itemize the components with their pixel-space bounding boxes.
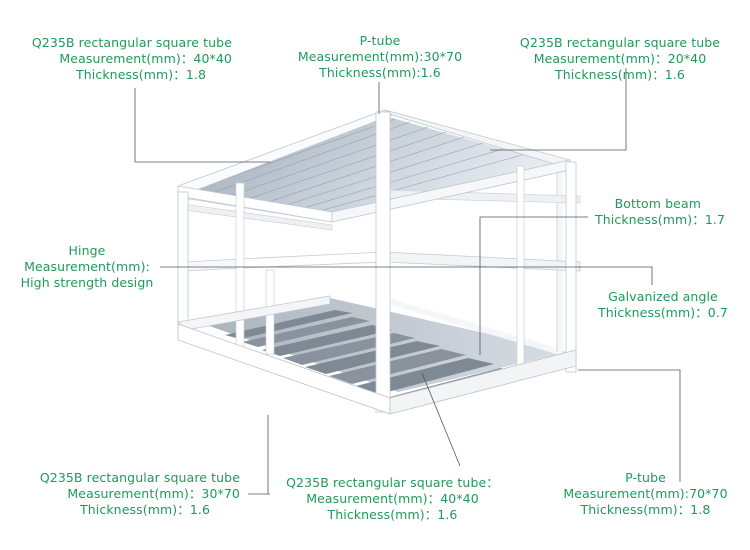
bottom-frame xyxy=(177,295,577,415)
callout-hinge-measurement: Measurement(mm): xyxy=(24,259,150,274)
callout-galvanized-angle-thickness: Thickness(mm)：0.7 xyxy=(598,305,728,320)
callout-bottom-center: Q235B rectangular square tube： Measureme… xyxy=(280,475,505,523)
callout-galvanized-angle: Galvanized angle Thickness(mm)：0.7 xyxy=(588,289,738,321)
callout-bottom-right: P-tube Measurement(mm):70*70 Thickness(m… xyxy=(548,470,743,518)
callout-top-left-measurement: Measurement(mm)：40*40 xyxy=(59,51,232,66)
callout-top-right-measurement: Measurement(mm)：20*40 xyxy=(533,51,707,66)
callout-bottom-beam-thickness: Thickness(mm)：1.7 xyxy=(595,212,725,227)
callout-galvanized-angle-name: Galvanized angle xyxy=(608,289,718,304)
callout-hinge-detail: High strength design xyxy=(20,275,154,290)
callout-bottom-center-measurement: Measurement(mm)：40*40 xyxy=(306,491,479,506)
callout-top-center-measurement: Measurement(mm):30*70 xyxy=(297,49,463,64)
callout-top-right: Q235B rectangular square tube Measuremen… xyxy=(505,35,735,83)
callout-top-center: P-tube Measurement(mm):30*70 Thickness(m… xyxy=(280,33,480,81)
callout-bottom-left-measurement: Measurement(mm)：30*70 xyxy=(67,486,240,501)
callout-top-center-thickness: Thickness(mm):1.6 xyxy=(319,65,441,80)
callout-bottom-beam-name: Bottom beam xyxy=(614,196,701,211)
callout-bottom-center-name: Q235B rectangular square tube： xyxy=(286,475,499,490)
callout-bottom-right-measurement: Measurement(mm):70*70 xyxy=(563,486,728,501)
callout-bottom-left: Q235B rectangular square tube Measuremen… xyxy=(0,470,240,518)
callout-bottom-right-name: P-tube xyxy=(625,470,666,485)
callout-top-center-name: P-tube xyxy=(359,33,401,48)
callout-top-left-thickness: Thickness(mm)：1.8 xyxy=(76,67,206,82)
callout-top-right-thickness: Thickness(mm)：1.6 xyxy=(555,67,685,82)
callout-top-left-name: Q235B rectangular square tube xyxy=(31,35,232,50)
callout-bottom-right-thickness: Thickness(mm)：1.8 xyxy=(580,502,711,517)
callout-bottom-beam: Bottom beam Thickness(mm)：1.7 xyxy=(560,196,725,228)
middle-rails xyxy=(183,251,581,272)
callout-hinge: Hinge Measurement(mm): High strength des… xyxy=(12,243,162,291)
callout-bottom-center-thickness: Thickness(mm)：1.6 xyxy=(327,507,458,522)
leader-lines xyxy=(134,68,681,495)
roof-panel xyxy=(183,116,560,215)
callout-top-right-name: Q235B rectangular square tube xyxy=(519,35,721,50)
callout-top-left: Q235B rectangular square tube Measuremen… xyxy=(0,35,232,83)
callout-bottom-left-thickness: Thickness(mm)：1.6 xyxy=(80,502,210,517)
callout-hinge-name: Hinge xyxy=(68,243,106,258)
callout-bottom-left-name: Q235B rectangular square tube xyxy=(39,470,240,485)
top-frame xyxy=(177,109,571,223)
